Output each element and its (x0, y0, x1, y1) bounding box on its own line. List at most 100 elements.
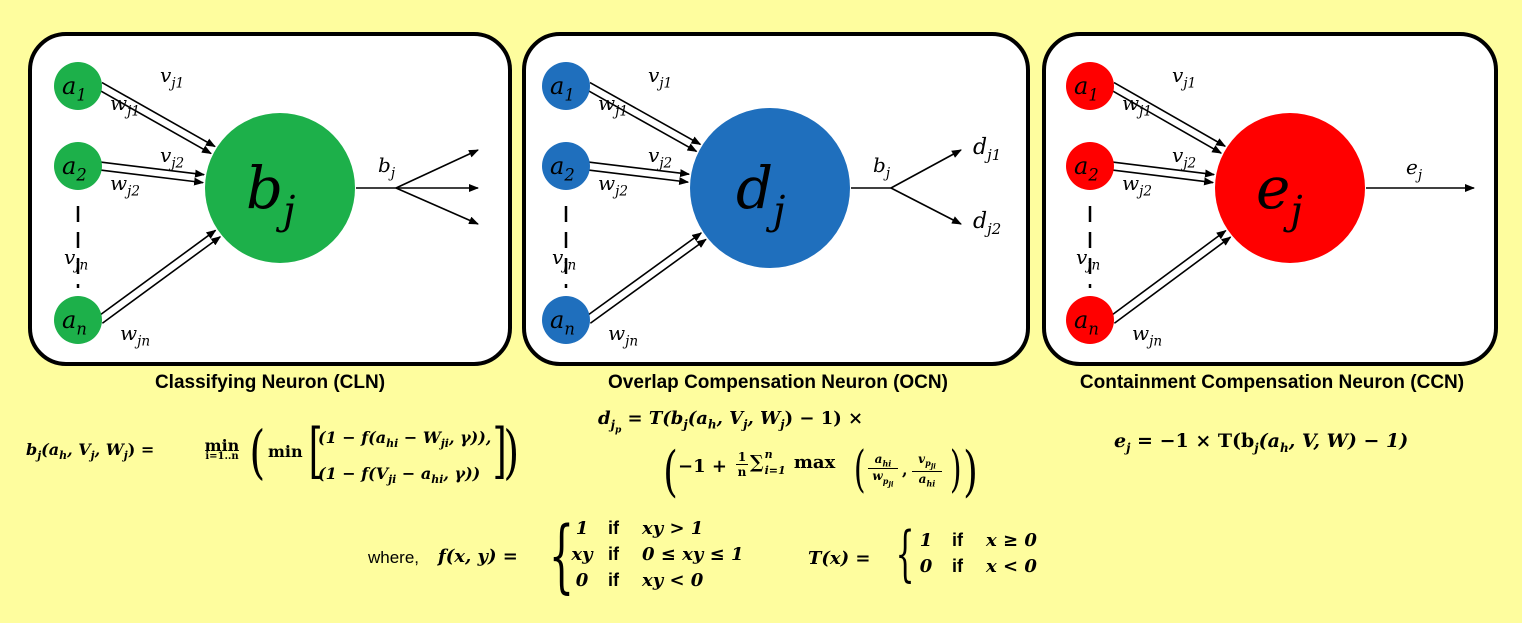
ocn-neuron (690, 108, 850, 268)
cln-neuron-label: bj (246, 154, 295, 234)
case-if: if (608, 570, 619, 590)
v-weight-label: vjn (64, 245, 88, 274)
input-node (542, 296, 590, 344)
input-node (542, 142, 590, 190)
v-weight-label: vj2 (160, 143, 184, 172)
input-node (54, 142, 102, 190)
t-brace: { (895, 519, 915, 589)
output-label: bj (378, 153, 396, 182)
case-value: 1 (919, 530, 933, 551)
cln-lhs-sub: j (37, 449, 42, 463)
output-arrow (890, 187, 962, 225)
cln-term1: (1 − f(ahi − Wji, γ)), (318, 428, 492, 451)
cln-min-operator: min i=1..n (204, 436, 240, 462)
input-node-label: an (550, 306, 575, 339)
cln-bracket-left: [ (308, 416, 323, 486)
output-arrow (395, 187, 479, 225)
t-lhs: T(x) = (808, 548, 871, 569)
v-weight-arrow (97, 229, 217, 318)
case-if: if (608, 544, 619, 564)
w-weight-label: wjn (120, 321, 150, 350)
w-weight-arrow (1109, 88, 1223, 154)
case-if: if (608, 518, 619, 538)
w-weight-label: wj2 (1122, 171, 1152, 200)
input-node (1066, 62, 1114, 110)
w-weight-arrow (97, 88, 212, 155)
ocn-fraction-1n: 1 n (736, 450, 748, 479)
cln-caption: Classifying Neuron (CLN) (154, 372, 386, 393)
v-weight-arrow (1109, 230, 1227, 318)
ccn-equation: ej = −1 × T(bj(ah, V, W) − 1) (1114, 430, 1409, 455)
w-weight-label: wj1 (1122, 91, 1152, 120)
cln-term2: (1 − f(Vji − ahi, γ)) (318, 464, 481, 487)
w-weight-arrow (1113, 236, 1232, 324)
w-weight-arrow (99, 169, 205, 186)
output-arrow (395, 149, 479, 189)
input-node-label: a2 (62, 152, 87, 185)
output-label: bj (873, 153, 891, 182)
case-value: xy (571, 544, 593, 565)
w-weight-arrow (1111, 169, 1215, 186)
v-weight-label: vj1 (160, 63, 184, 92)
ocn-fraction-a-over-w: ahi wpji (868, 452, 898, 488)
w-weight-label: wjn (1132, 321, 1162, 350)
w-weight-arrow (585, 88, 698, 153)
w-weight-arrow (589, 238, 707, 324)
case-value: 0 (575, 570, 589, 591)
input-node-label: a1 (550, 72, 575, 105)
w-weight-arrow (587, 169, 690, 186)
w-weight-arrow (101, 236, 222, 324)
ocn-paren-right: ) (963, 440, 978, 503)
w-weight-label: wj1 (110, 91, 140, 120)
input-node-label: a2 (550, 152, 575, 185)
ocn-equation-line1: djp = T(bj(ah, Vj, Wj) − 1) × (598, 408, 864, 435)
case-if: if (952, 556, 963, 576)
output-target-label: dj2 (973, 209, 1001, 238)
input-node (54, 296, 102, 344)
case-value: 0 (919, 556, 933, 577)
v-weight-arrow (101, 81, 216, 148)
case-value: 1 (575, 518, 589, 539)
cln-outer-paren-right: ) (503, 418, 520, 486)
w-weight-label: wj1 (598, 91, 628, 120)
input-node (54, 62, 102, 110)
ocn-equation-line2: −1 + (678, 456, 727, 477)
input-node (542, 62, 590, 110)
case-condition: xy < 0 (642, 570, 704, 591)
w-weight-label: wj2 (110, 171, 140, 200)
f-brace: { (548, 509, 575, 602)
input-node (1066, 142, 1114, 190)
ocn-inner-paren-left: ( (853, 440, 866, 498)
v-weight-arrow (588, 161, 691, 178)
ocn-fraction-v-over-a: vpji ahi (912, 452, 942, 488)
cln-lhs: b (26, 440, 38, 459)
ocn-comma: , (902, 460, 908, 479)
input-node-label: an (62, 306, 87, 339)
input-node (1066, 296, 1114, 344)
v-weight-label: vj2 (648, 143, 672, 172)
ocn-neuron-label: dj (736, 154, 785, 234)
output-target-label: dj1 (973, 135, 1001, 164)
v-weight-arrow (100, 161, 206, 178)
case-if: if (952, 530, 963, 550)
case-condition: 0 ≤ xy ≤ 1 (642, 544, 744, 565)
ocn-paren-left: ( (663, 440, 678, 503)
ocn-inner-paren-right: ) (949, 440, 962, 498)
input-node-label: a2 (1074, 152, 1099, 185)
input-node-label: a1 (1074, 72, 1099, 105)
where-label: where, (368, 548, 420, 567)
v-weight-arrow (585, 232, 703, 318)
ccn-caption: Containment Compensation Neuron (CCN) (1079, 372, 1465, 393)
f-lhs: f(x, y) = (438, 546, 518, 567)
v-weight-label: vj1 (648, 63, 672, 92)
cln-bracket-right: ] (492, 416, 507, 486)
f-case-row: 0 if xy < 0 (562, 570, 704, 591)
v-weight-label: vjn (1076, 245, 1100, 274)
v-weight-label: vjn (552, 245, 576, 274)
